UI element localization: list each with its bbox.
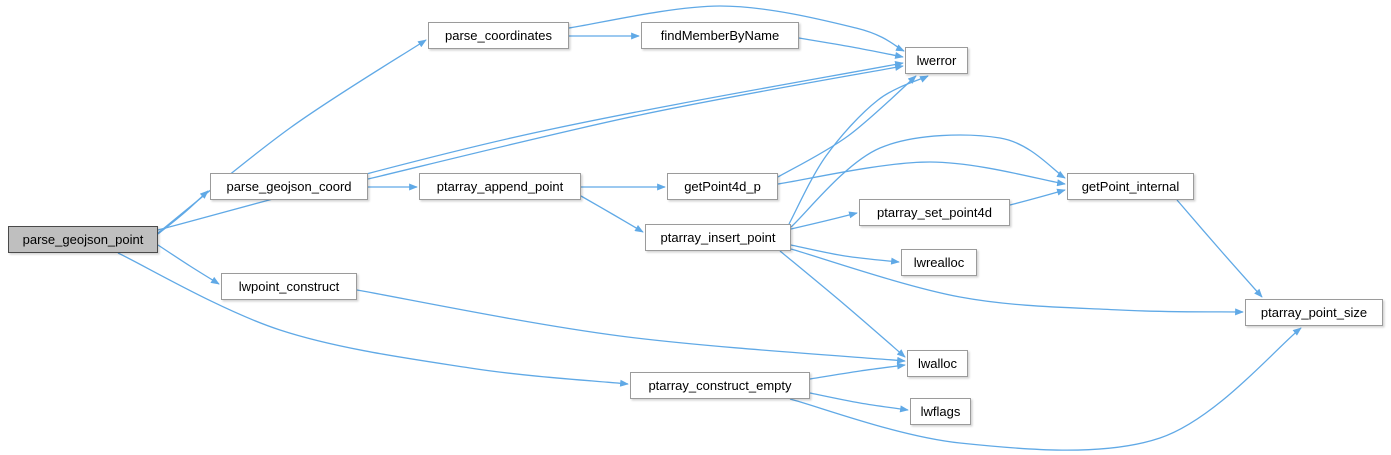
node-findMemberByName[interactable]: findMemberByName bbox=[641, 22, 799, 49]
edge-parse_coordinates-to-lwerror bbox=[568, 5, 905, 52]
edge-ptarray_insert_point-to-lwrealloc bbox=[790, 244, 900, 265]
node-ptarray_point_size[interactable]: ptarray_point_size bbox=[1245, 299, 1383, 326]
edge-ptarray_insert_point-to-ptarray_point_size bbox=[790, 248, 1244, 316]
node-lwerror[interactable]: lwerror bbox=[905, 47, 968, 74]
edge-parse_geojson_point-to-lwpoint_construct bbox=[157, 244, 220, 285]
edge-findMemberByName-to-lwerror bbox=[798, 37, 904, 59]
edge-ptarray_append_point-to-ptarray_insert_point bbox=[580, 195, 644, 233]
node-ptarray_append_point[interactable]: ptarray_append_point bbox=[419, 173, 581, 200]
edge-ptarray_set_point4d-to-getPoint_internal bbox=[1009, 188, 1066, 206]
node-lwalloc[interactable]: lwalloc bbox=[907, 350, 968, 377]
edge-parse_geojson_point-to-lwerror bbox=[157, 61, 904, 231]
edge-getPoint4d_p-to-lwerror bbox=[777, 75, 917, 178]
node-lwflags[interactable]: lwflags bbox=[910, 398, 971, 425]
node-lwpoint_construct[interactable]: lwpoint_construct bbox=[221, 273, 357, 300]
node-lwrealloc[interactable]: lwrealloc bbox=[901, 249, 977, 276]
edge-parse_geojson_point-to-ptarray_construct_empty bbox=[117, 252, 629, 387]
node-ptarray_insert_point[interactable]: ptarray_insert_point bbox=[645, 224, 791, 251]
node-getPoint_internal[interactable]: getPoint_internal bbox=[1067, 173, 1194, 200]
edge-ptarray_insert_point-to-lwalloc bbox=[779, 250, 906, 358]
edge-lwpoint_construct-to-lwalloc bbox=[356, 289, 906, 364]
node-ptarray_construct_empty[interactable]: ptarray_construct_empty bbox=[630, 372, 810, 399]
edge-parse_geojson_coord-to-lwerror bbox=[367, 64, 904, 180]
node-parse_coordinates[interactable]: parse_coordinates bbox=[428, 22, 569, 49]
node-parse_geojson_coord[interactable]: parse_geojson_coord bbox=[210, 173, 368, 200]
edge-ptarray_construct_empty-to-ptarray_point_size bbox=[789, 327, 1302, 451]
node-ptarray_set_point4d[interactable]: ptarray_set_point4d bbox=[859, 199, 1010, 226]
edge-ptarray_insert_point-to-ptarray_set_point4d bbox=[790, 211, 858, 230]
edge-parse_geojson_point-to-parse_geojson_coord bbox=[157, 190, 209, 235]
edge-parse_geojson_point-to-parse_coordinates bbox=[157, 39, 427, 234]
edge-ptarray_construct_empty-to-lwflags bbox=[809, 392, 909, 413]
node-parse_geojson_point: parse_geojson_point bbox=[8, 226, 158, 253]
edge-ptarray_construct_empty-to-lwalloc bbox=[809, 362, 906, 380]
edge-getPoint_internal-to-ptarray_point_size bbox=[1176, 199, 1263, 298]
edge-ptarray_insert_point-to-getPoint_internal bbox=[790, 134, 1066, 228]
node-getPoint4d_p[interactable]: getPoint4d_p bbox=[667, 173, 778, 200]
edge-ptarray_insert_point-to-lwerror bbox=[788, 75, 929, 225]
edge-getPoint4d_p-to-getPoint_internal bbox=[777, 161, 1066, 187]
